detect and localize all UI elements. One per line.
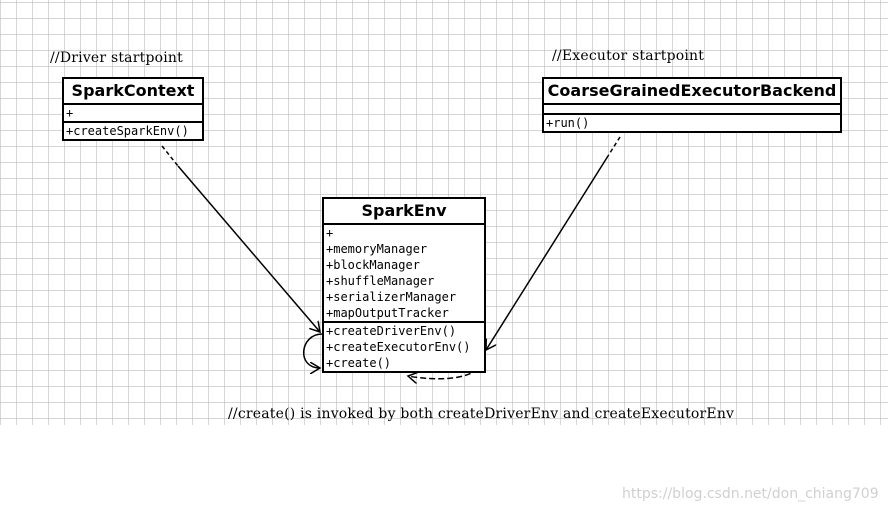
operation-row: +createExecutorEnv() (326, 340, 471, 354)
operation-row: +createDriverEnv() (326, 324, 457, 338)
arrow-executor-to-sparkenv[interactable] (486, 136, 621, 350)
arrow-sparkcontext-to-sparkenv[interactable] (161, 145, 320, 332)
watermark-url: https://blog.csdn.net/don_chiang709 (622, 486, 879, 502)
connector-layer (161, 136, 621, 425)
self-call-left[interactable] (302, 333, 323, 368)
attribute-row: +blockManager (326, 258, 420, 272)
attributes-section (544, 105, 840, 115)
attribute-row: +serializerManager (326, 290, 457, 304)
class-title: CoarseGrainedExecutorBackend (544, 79, 840, 105)
operations-section: +run() (544, 115, 840, 131)
executor-startpoint-comment: //Executor startpoint (552, 48, 705, 64)
attribute-row: +shuffleManager (326, 274, 435, 288)
self-call-right[interactable] (408, 351, 484, 379)
class-title: SparkContext (64, 79, 202, 105)
operation-row: +create() (326, 356, 392, 370)
operations-section: +createSparkEnv() (64, 123, 202, 139)
create-invocation-comment: //create() is invoked by both createDriv… (228, 406, 735, 422)
attribute-row: +mapOutputTracker (326, 306, 449, 320)
attributes-section: + +memoryManager +blockManager +shuffleM… (324, 225, 484, 323)
class-coarsegrainedexecutorbackend[interactable]: CoarseGrainedExecutorBackend +run() (542, 77, 842, 133)
driver-startpoint-comment: //Driver startpoint (50, 50, 183, 66)
class-sparkcontext[interactable]: SparkContext + +createSparkEnv() (62, 77, 204, 141)
class-title: SparkEnv (324, 199, 484, 225)
class-sparkenv[interactable]: SparkEnv + +memoryManager +blockManager … (322, 197, 486, 373)
operations-section: +createDriverEnv() +createExecutorEnv() … (324, 323, 484, 371)
operation-row: +run() (546, 116, 590, 130)
attribute-row: +memoryManager (326, 242, 428, 256)
attributes-section: + (64, 105, 202, 123)
attribute-row: + (66, 106, 74, 120)
operation-row: +createSparkEnv() (66, 124, 189, 138)
attribute-row: + (326, 226, 334, 240)
